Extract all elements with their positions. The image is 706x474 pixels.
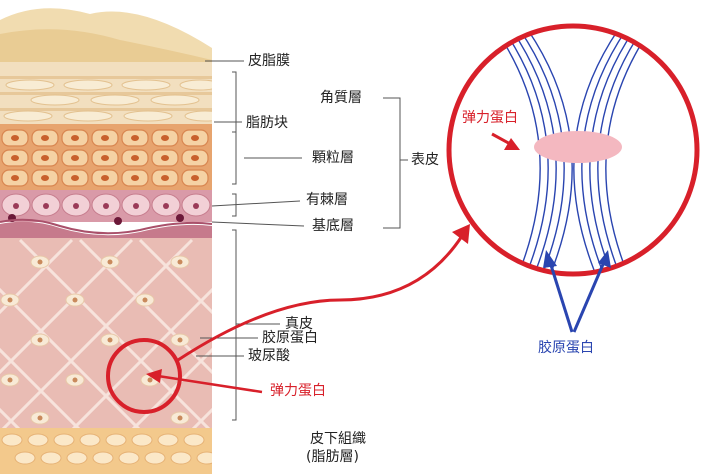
zoom-label-elastin: 弹力蛋白 [462,110,518,126]
zoom-circle [446,23,700,277]
label-fat-block: 脂肪块 [246,115,288,131]
zoom-elastin-arrow [491,132,520,150]
label-dermis: 真皮 [285,316,313,332]
label-epidermis: 表皮 [411,152,439,168]
label-hyaluronic-acid: 玻尿酸 [248,348,290,364]
elastin-highlight-circle [106,338,182,414]
zoom-arrow [177,224,470,362]
label-basal-layer: 基底層 [312,218,354,234]
basal-layer [0,221,212,240]
label-stratum-corneum: 角質層 [320,90,362,106]
leader-lines [196,60,408,421]
elastin-band [534,131,622,163]
elastin-pointer-arrow [146,369,263,394]
label-granular-layer: 顆粒層 [312,150,354,166]
zoom-label-collagen: 胶原蛋白 [538,340,594,356]
skin-cross-section [0,8,212,474]
label-collagen: 胶原蛋白 [262,330,318,346]
bracket-dermis [232,229,237,421]
label-subcutaneous-tissue: 皮下組織 [310,431,366,447]
label-elastin: 弹力蛋白 [270,383,326,399]
label-spinous-layer: 有棘層 [306,192,348,208]
bracket-epidermis [383,97,401,229]
collagen-arrows [543,250,611,333]
label-fat-layer: (脂肪層) [306,449,359,465]
bracket-corneum-granular [232,71,237,185]
label-sebum-membrane: 皮脂膜 [248,53,290,69]
